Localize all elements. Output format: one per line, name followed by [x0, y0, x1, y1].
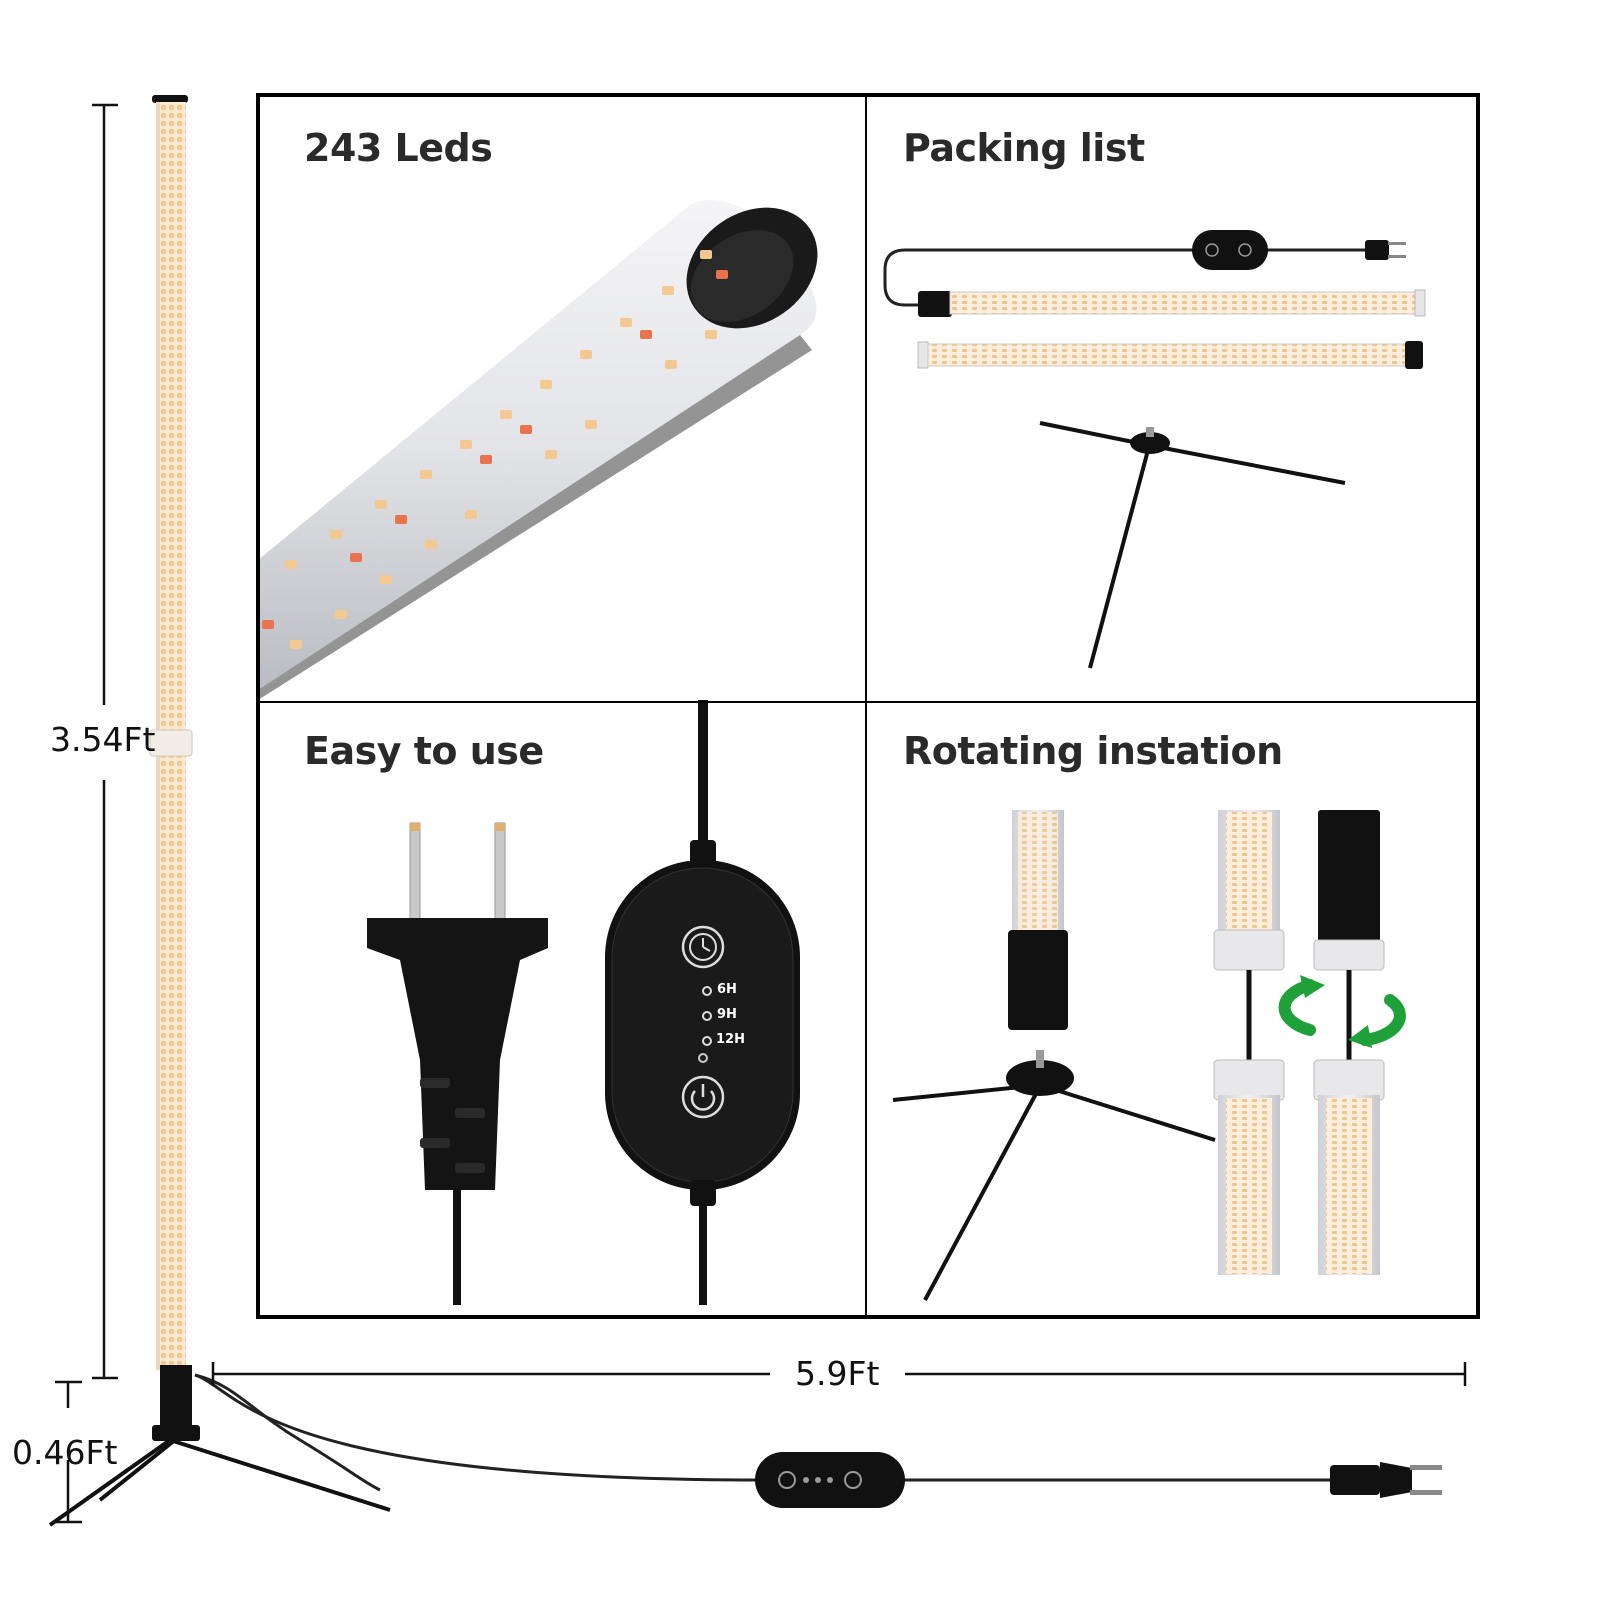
cord-controller [755, 1452, 905, 1508]
height-dimension-line [92, 103, 118, 1380]
height-label: 3.54Ft [50, 720, 156, 759]
timer-dot [702, 1036, 712, 1046]
led-closeup-image [258, 200, 818, 700]
clock-icon [681, 925, 725, 969]
timer-label: 6H [717, 982, 737, 997]
panel-title-packing: Packing list [903, 126, 1145, 170]
timer-label: 9H [717, 1007, 737, 1022]
rotating-install-image [892, 810, 1406, 1301]
standing-lamp [149, 95, 200, 1441]
panel-grid-frame [256, 93, 1480, 1319]
timer-label: 12H [716, 1032, 745, 1047]
base-height-label: 0.46Ft [12, 1433, 118, 1472]
cord-plug [1330, 1462, 1442, 1498]
cord-dimension-line [211, 1362, 1467, 1386]
cord-length-label: 5.9Ft [795, 1354, 880, 1393]
power-icon [681, 1075, 725, 1119]
timer-dot [702, 986, 712, 996]
panel-title-leds: 243 Leds [304, 126, 493, 170]
base-dimension-line [55, 1380, 82, 1524]
timer-dot [702, 1011, 712, 1021]
panel-title-easy: Easy to use [304, 729, 544, 773]
panel-title-rotating: Rotating instation [903, 729, 1283, 773]
packing-list-image [883, 230, 1426, 669]
lamp-tripod [48, 1438, 391, 1527]
rotate-arrow-icon [1278, 979, 1406, 1046]
easy-to-use-image [367, 700, 800, 1305]
